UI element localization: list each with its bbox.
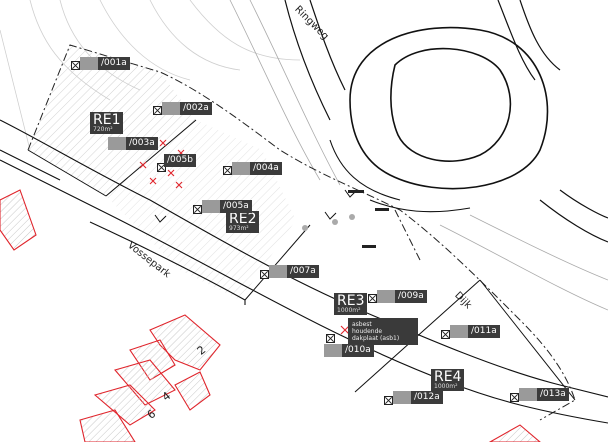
parcel-label-005b[interactable]: /005b	[164, 154, 196, 167]
parcel-marker-icon	[510, 393, 519, 402]
parcel-prefix	[377, 290, 395, 303]
parcel-marker-icon	[260, 270, 269, 279]
parcel-marker-icon	[326, 334, 335, 343]
parcel-number: /002a	[180, 102, 212, 115]
zone-re4[interactable]: RE4 1000m²	[431, 369, 465, 391]
parcel-number: /009a	[395, 290, 427, 303]
asbestos-note-line: houdende	[352, 328, 383, 335]
lane-lines	[229, 0, 608, 311]
parcel-marker-icon	[441, 330, 450, 339]
parcel-number: /003a	[126, 137, 158, 150]
grey-dots	[302, 214, 355, 231]
parcel-prefix	[450, 325, 468, 338]
asbestos-note-line: dakplaat (asb1)	[352, 335, 400, 342]
parcel-prefix	[202, 200, 220, 213]
zone-re3[interactable]: RE3 1000m²	[334, 293, 368, 315]
parcel-prefix	[232, 162, 250, 175]
parcel-number: /012a	[411, 391, 443, 404]
parcel-marker-icon	[223, 166, 232, 175]
contour-lines-left	[0, 0, 301, 151]
zone-area: 1000m²	[337, 307, 361, 314]
parcel-prefix	[519, 388, 537, 401]
parcel-label-007a[interactable]: /007a	[269, 265, 319, 278]
parcel-marker-icon	[153, 106, 162, 115]
parcel-prefix	[162, 102, 180, 115]
parcel-number: /005a	[220, 200, 252, 213]
parcel-prefix	[80, 57, 98, 70]
parcel-label-003a[interactable]: /003a	[108, 137, 158, 150]
parcel-number: /007a	[287, 265, 319, 278]
parcel-marker-icon	[193, 205, 202, 214]
parcel-marker-icon	[71, 61, 80, 70]
parcel-label-005a[interactable]: /005a	[202, 200, 252, 213]
parcel-label-013a[interactable]: /013a	[519, 388, 569, 401]
parcel-label-001a[interactable]: /001a	[80, 57, 130, 70]
zone-re2[interactable]: RE2 973m²	[226, 211, 260, 233]
parcel-label-004a[interactable]: /004a	[232, 162, 282, 175]
parcel-label-011a[interactable]: /011a	[450, 325, 500, 338]
zone-name: RE3	[337, 293, 365, 309]
parcel-number: /013a	[537, 388, 569, 401]
parcel-number: /010a	[342, 344, 374, 357]
parcel-prefix	[108, 137, 126, 150]
parcel-number: /004a	[250, 162, 282, 175]
red-buildings-left	[0, 189, 37, 251]
parcel-number: /001a	[98, 57, 130, 70]
parcel-label-010a[interactable]: /010a	[324, 344, 374, 357]
parcel-prefix	[324, 344, 342, 357]
parcel-marker-icon	[157, 163, 166, 172]
parcel-prefix	[393, 391, 411, 404]
zone-area: 1000m²	[434, 383, 458, 390]
roundabout	[284, 0, 608, 243]
red-buildings-bottom	[79, 314, 541, 442]
zone-area: 720m²	[93, 126, 113, 133]
parcel-marker-icon	[368, 294, 377, 303]
zone-re1[interactable]: RE1 720m²	[90, 112, 124, 134]
parcel-number: /005b	[164, 154, 196, 167]
plan-boundary	[27, 44, 576, 421]
dark-dashes	[348, 190, 389, 248]
parcel-label-012a[interactable]: /012a	[393, 391, 443, 404]
zone-name: RE2	[229, 211, 257, 227]
parcel-number: /011a	[468, 325, 500, 338]
zone-name: RE4	[434, 369, 462, 385]
parcel-marker-icon	[384, 396, 393, 405]
zone-name: RE1	[93, 112, 121, 128]
vossepark-road	[0, 119, 608, 424]
asbestos-note-line: asbest	[352, 321, 372, 328]
asbestos-note[interactable]: asbest houdende dakplaat (asb1)	[348, 318, 418, 345]
parcel-label-002a[interactable]: /002a	[162, 102, 212, 115]
zone-area: 973m²	[229, 225, 249, 232]
parcel-label-009a[interactable]: /009a	[377, 290, 427, 303]
parcel-prefix	[269, 265, 287, 278]
